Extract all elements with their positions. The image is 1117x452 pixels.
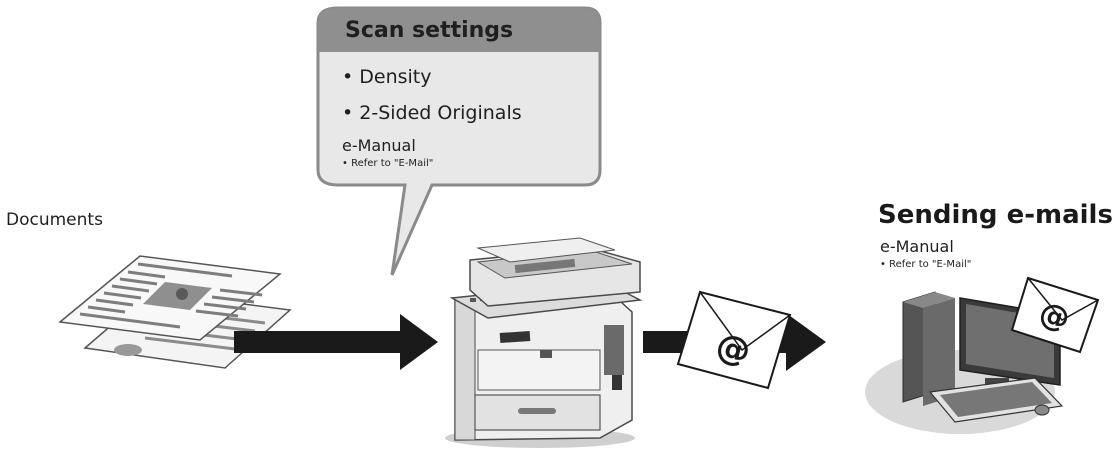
bubble-emanual-label: e-Manual (342, 136, 416, 155)
setting-2-sided-originals: • 2-Sided Originals (342, 102, 522, 124)
scan-settings-bubble (316, 6, 602, 276)
sending-emails-title: Sending e-mails (878, 200, 1113, 230)
bubble-emanual-note: • Refer to "E-Mail" (342, 158, 434, 169)
sending-emanual-note: • Refer to "E-Mail" (880, 259, 972, 270)
setting-density: • Density (342, 66, 432, 88)
scan-settings-title: Scan settings (345, 18, 514, 43)
envelope-icon: @ (676, 290, 792, 390)
documents-label: Documents (6, 210, 103, 230)
arrow-to-printer (234, 314, 438, 370)
computer-envelope-icon: @ (1010, 276, 1100, 354)
sending-emanual-label: e-Manual (880, 237, 954, 256)
printer-icon (445, 237, 643, 448)
